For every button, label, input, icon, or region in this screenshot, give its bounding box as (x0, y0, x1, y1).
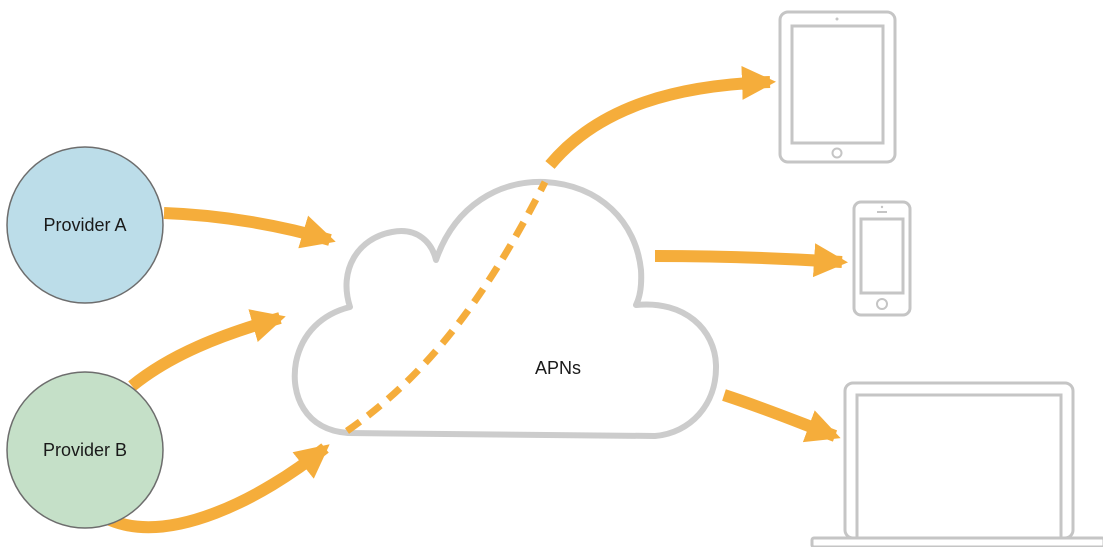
cloud-outline (291, 178, 720, 439)
laptop-icon (810, 381, 1103, 547)
phone-icon (852, 200, 912, 317)
apns-label: APNs (535, 358, 581, 378)
provider-b-node: Provider B (6, 371, 164, 529)
arrow-cloud-to-laptop (722, 389, 841, 443)
arrow-provider-b-upper-to-cloud (128, 309, 286, 391)
provider-a-node: Provider A (6, 146, 164, 304)
provider-a-circle (6, 146, 164, 304)
phone-home-button (876, 298, 888, 310)
arrow-cloud-to-phone (654, 243, 848, 278)
tablet-home-button (831, 147, 843, 159)
laptop-screen (855, 393, 1063, 540)
phone-camera (880, 205, 884, 209)
tablet-screen (790, 24, 885, 145)
dashed-route-line (344, 180, 549, 434)
phone-screen (859, 217, 905, 295)
apns-cloud: APNs (291, 178, 720, 439)
provider-b-circle (6, 371, 164, 529)
arrows (107, 65, 848, 534)
arrow-provider-b-lower-to-cloud (107, 443, 330, 534)
tablet-icon (778, 10, 897, 164)
provider-a-label: Provider A (43, 215, 126, 235)
provider-b-label: Provider B (43, 440, 127, 460)
tablet-camera (835, 17, 839, 21)
arrow-provider-a-to-cloud (163, 207, 336, 249)
arrow-cloud-to-tablet (545, 65, 776, 169)
laptop-base (810, 536, 1103, 547)
